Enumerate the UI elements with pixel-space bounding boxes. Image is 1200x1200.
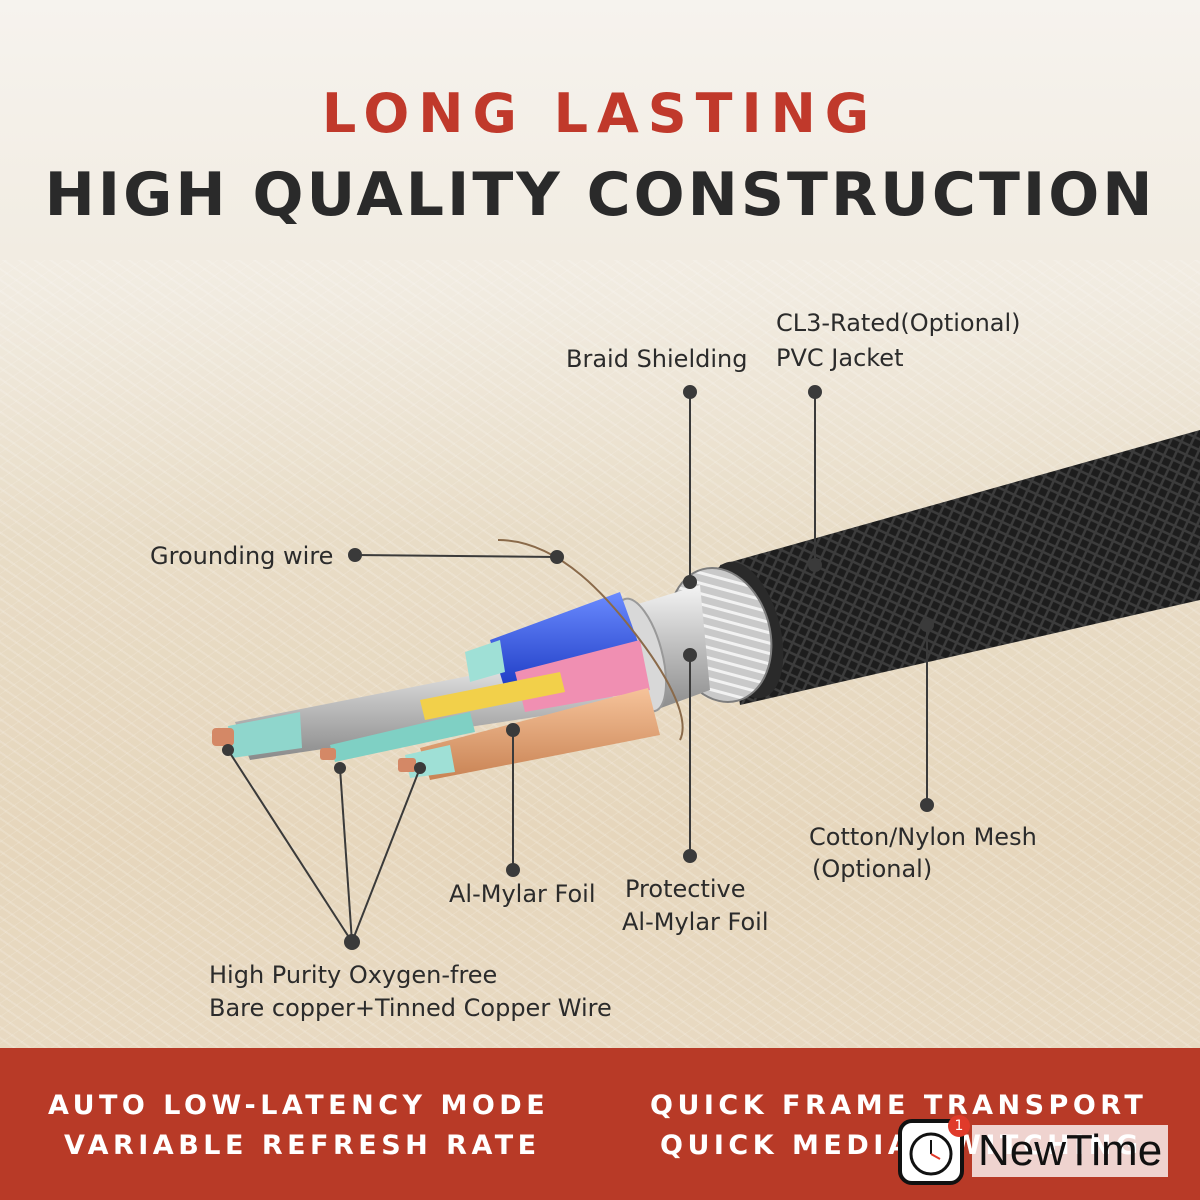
logo-text: NewTime (972, 1125, 1169, 1177)
label-grounding-wire: Grounding wire (150, 542, 334, 570)
cable-cross-section-illustration (212, 385, 1200, 950)
label-mesh-line2: (Optional) (812, 855, 933, 883)
label-jacket-line1: CL3-Rated(Optional) (776, 309, 1021, 337)
headline-construction: HIGH QUALITY CONSTRUCTION (44, 160, 1156, 230)
label-protective-line1: Protective (625, 875, 746, 903)
newtime-logo: 1 NewTime (898, 1115, 1198, 1195)
notification-badge: 1 (948, 1115, 970, 1137)
label-mesh-line1: Cotton/Nylon Mesh (809, 823, 1037, 851)
label-braid-shielding: Braid Shielding (566, 345, 748, 373)
label-copper-line1: High Purity Oxygen-free (209, 961, 498, 989)
label-copper-line2: Bare copper+Tinned Copper Wire (209, 994, 612, 1022)
wire-pair-yellow (320, 672, 565, 762)
feature-auto-low-latency: AUTO LOW-LATENCY MODE (48, 1090, 550, 1121)
label-jacket-line2: PVC Jacket (776, 344, 904, 372)
leader-lines (222, 385, 934, 950)
wire-pair-blue (465, 592, 638, 690)
grounding-wire (497, 539, 684, 741)
label-protective-line2: Al-Mylar Foil (622, 908, 769, 936)
feature-quick-frame: QUICK FRAME TRANSPORT (650, 1090, 1148, 1121)
feature-variable-refresh: VARIABLE REFRESH RATE (64, 1130, 541, 1161)
headline-long-lasting: LONG LASTING (321, 82, 879, 145)
label-al-mylar-foil: Al-Mylar Foil (449, 880, 596, 908)
